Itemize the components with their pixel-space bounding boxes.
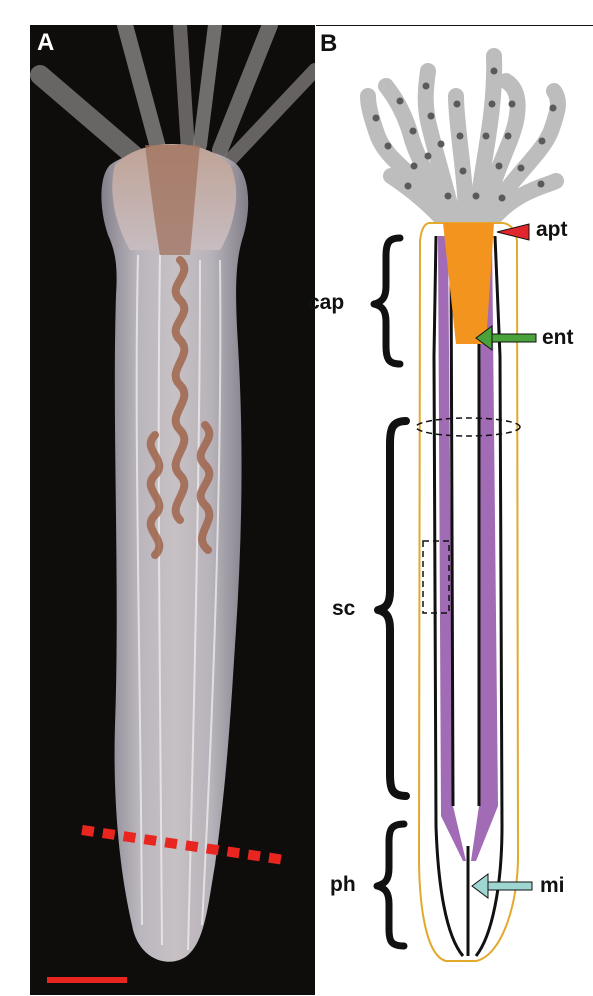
tentacles [368,56,558,221]
panel-b-label: B [320,32,337,56]
ph-brace [377,824,404,946]
marker-label-mi: mi [540,875,565,896]
region-label-cap: cap [308,292,344,313]
scale-bar [47,977,127,983]
cap-brace [374,238,400,364]
specimen-photo [30,25,315,995]
panel-a-label: A [37,31,54,55]
panel-a-photo: A [30,25,315,995]
marker-label-ent: ent [542,327,574,348]
schematic-drawing [316,26,593,996]
panel-b-schematic: B cap sc ph apt ent mi [316,25,593,996]
region-label-ph: ph [330,874,356,895]
marker-label-apt: apt [536,219,568,240]
sc-brace [378,421,406,796]
braces [374,238,406,946]
region-label-sc: sc [332,598,355,619]
photo-tentacles [40,25,315,165]
